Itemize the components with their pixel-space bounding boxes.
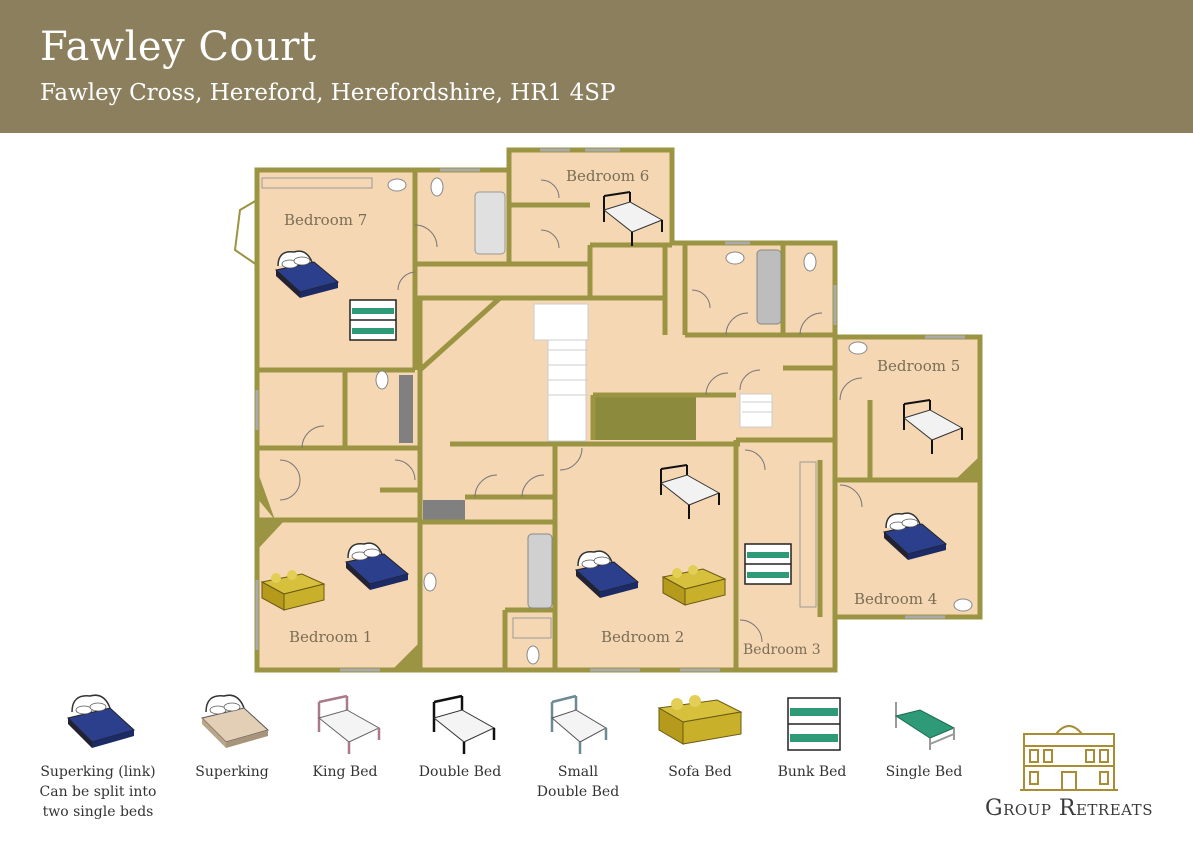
legend-single-bed: Single Bed [874,688,974,782]
legend-superking-link: Superking (link) Can be split into two s… [36,688,160,822]
legend-label: Sofa Bed [668,764,732,780]
legend-label: Bunk Bed [777,764,847,780]
address-subtitle: Fawley Cross, Hereford, Herefordshire, H… [40,80,616,106]
superking-bed-icon [201,694,269,748]
legend-bunk-bed: Bunk Bed [762,688,862,782]
bedroom-7-label: Bedroom 7 [284,211,368,229]
legend-label: Can be split into [39,784,157,800]
legend-label: Single Bed [885,764,963,780]
sofa-bed-icon [657,695,743,745]
logo-text: Group Retreats [985,796,1153,821]
bedroom-4-label: Bedroom 4 [854,590,938,608]
legend-double-bed: Double Bed [410,688,510,782]
bedroom-6-label: Bedroom 6 [566,167,650,185]
double-bed-icon [432,694,496,754]
legend-label: Superking [195,764,269,780]
legend-label: Double Bed [418,764,502,780]
small-double-bed-icon [550,694,608,754]
king-bed-icon [317,694,381,754]
legend-label: two single beds [42,804,154,820]
page-title: Fawley Court [40,24,317,70]
bedroom-7-bunk-icon [349,299,397,341]
bunk-bed-icon [787,697,841,751]
legend-label: King Bed [312,764,378,780]
manor-house-icon [1020,725,1118,791]
legend-label: Double Bed [536,784,620,800]
bedroom-5-label: Bedroom 5 [877,357,961,375]
group-retreats-logo: Group Retreats [964,716,1174,826]
legend-king-bed: King Bed [295,688,395,782]
header-banner: Fawley Court Fawley Cross, Hereford, Her… [0,0,1193,133]
bedroom-3-bunk-icon [744,543,792,585]
legend-label: Superking (link) [40,764,156,780]
bedroom-1-label: Bedroom 1 [289,628,373,646]
legend-superking: Superking [182,688,282,782]
single-bed-icon [894,702,956,750]
bedroom-2-label: Bedroom 2 [601,628,685,646]
legend-sofa-bed: Sofa Bed [650,688,750,782]
bedroom-3-label: Bedroom 3 [743,642,821,658]
legend-label: Small [557,764,599,780]
legend-small-double-bed: Small Double Bed [528,688,628,802]
superking-link-bed-icon [67,694,135,748]
